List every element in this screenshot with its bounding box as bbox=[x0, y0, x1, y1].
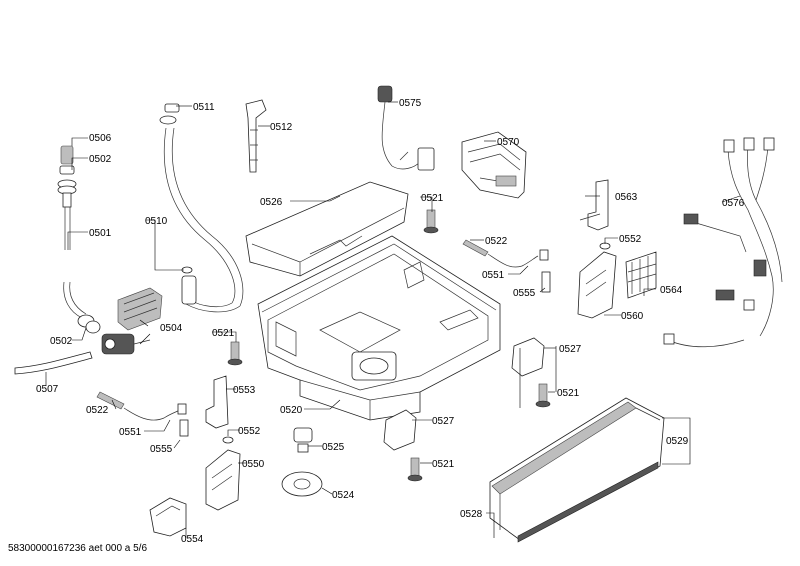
bracket-right bbox=[577, 242, 617, 319]
label-0564: 0564 bbox=[660, 285, 683, 296]
label-0552: 0552 bbox=[619, 234, 642, 245]
label-0511: 0511 bbox=[193, 102, 215, 113]
label-0529: 0529 bbox=[666, 436, 689, 447]
label-0551: 0551 bbox=[482, 270, 505, 281]
label-0551: 0551 bbox=[119, 427, 142, 438]
label-0522: 0522 bbox=[86, 405, 109, 416]
inlet-cap bbox=[57, 145, 77, 208]
label-0554: 0554 bbox=[181, 534, 204, 545]
bracket-left-lower bbox=[205, 436, 241, 511]
bracket-upper bbox=[579, 179, 609, 231]
document-footer: 58300000167236 aet 000 a 5/6 bbox=[8, 543, 148, 554]
wiring-harness bbox=[663, 137, 783, 348]
filter-grid bbox=[625, 251, 657, 299]
label-0521: 0521 bbox=[212, 328, 235, 339]
label-0504: 0504 bbox=[160, 323, 183, 334]
foot-bracket bbox=[149, 497, 187, 537]
label-0563: 0563 bbox=[615, 192, 638, 203]
inlet-hose bbox=[63, 207, 87, 319]
rear-foot bbox=[511, 337, 545, 377]
label-0527: 0527 bbox=[559, 344, 582, 355]
hose-clip bbox=[245, 99, 267, 173]
hose-nut bbox=[77, 314, 101, 334]
screw bbox=[227, 341, 243, 366]
small-clip bbox=[293, 427, 313, 453]
label-0521: 0521 bbox=[432, 459, 455, 470]
label-0507: 0507 bbox=[36, 384, 59, 395]
label-0553: 0553 bbox=[233, 385, 256, 396]
label-0521: 0521 bbox=[557, 388, 580, 399]
label-0552: 0552 bbox=[238, 426, 261, 437]
screw bbox=[535, 383, 551, 408]
leader-lines bbox=[45, 101, 741, 538]
label-0522: 0522 bbox=[485, 236, 508, 247]
label-0506: 0506 bbox=[89, 133, 112, 144]
sensor-left bbox=[96, 391, 189, 437]
label-0576: 0576 bbox=[722, 198, 745, 209]
label-0502: 0502 bbox=[50, 336, 73, 347]
label-0501: 0501 bbox=[89, 228, 112, 239]
disc bbox=[281, 471, 323, 497]
label-0555: 0555 bbox=[513, 288, 536, 299]
bracket-left-upper bbox=[205, 375, 229, 429]
label-0570: 0570 bbox=[497, 137, 520, 148]
drain-hose bbox=[159, 103, 244, 313]
kickboard bbox=[489, 397, 665, 543]
label-0527: 0527 bbox=[432, 416, 455, 427]
label-0550: 0550 bbox=[242, 459, 265, 470]
sensor-right bbox=[462, 239, 551, 293]
valve-bracket bbox=[117, 287, 163, 331]
label-0575: 0575 bbox=[399, 98, 422, 109]
label-0525: 0525 bbox=[322, 442, 345, 453]
screw bbox=[407, 457, 423, 482]
label-0555: 0555 bbox=[150, 444, 173, 455]
label-0526: 0526 bbox=[260, 197, 283, 208]
screw bbox=[423, 209, 439, 234]
water-valve bbox=[101, 333, 151, 355]
front-foot bbox=[383, 409, 417, 451]
label-0560: 0560 bbox=[621, 311, 644, 322]
control-module bbox=[461, 131, 527, 199]
base-cover bbox=[245, 181, 409, 277]
label-0512: 0512 bbox=[270, 122, 293, 133]
drain-hose-end bbox=[14, 351, 93, 375]
base-tub bbox=[257, 235, 501, 421]
label-0510: 0510 bbox=[145, 216, 168, 227]
label-0528: 0528 bbox=[460, 509, 483, 520]
power-cord bbox=[377, 85, 435, 171]
label-0520: 0520 bbox=[280, 405, 303, 416]
label-0502: 0502 bbox=[89, 154, 112, 165]
label-0524: 0524 bbox=[332, 490, 355, 501]
label-0521: 0521 bbox=[421, 193, 444, 204]
